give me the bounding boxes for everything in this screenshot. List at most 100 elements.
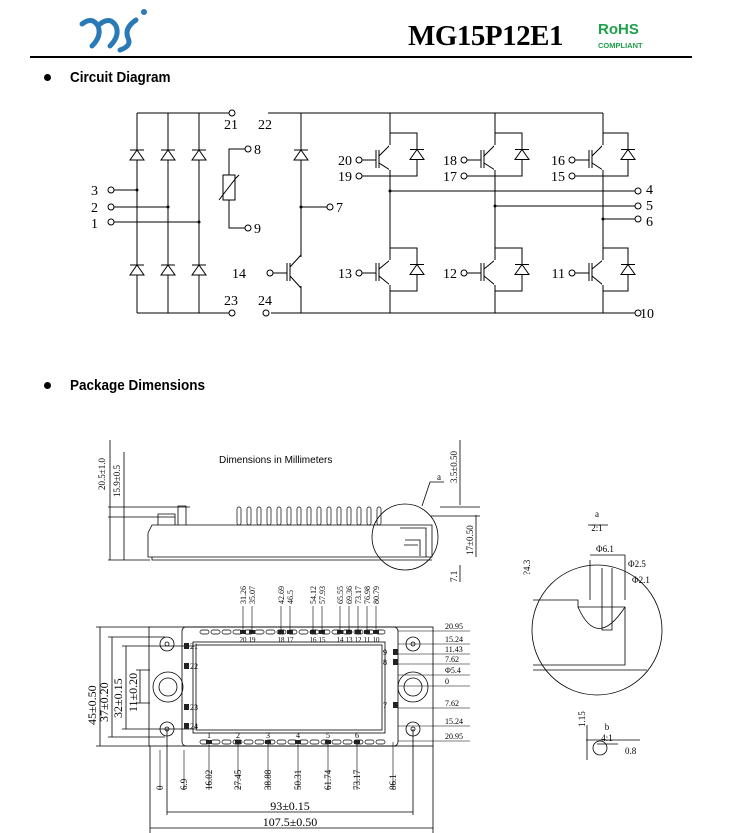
igbt-symbol bbox=[575, 132, 629, 177]
terminal-3 bbox=[107, 186, 115, 194]
dim-17: 17±0.50 bbox=[465, 525, 475, 555]
pin-number: 12 bbox=[355, 636, 363, 644]
pin-slot bbox=[276, 739, 287, 745]
terminal-label: 14 bbox=[232, 267, 246, 282]
top-pin-dim: 31.26 bbox=[239, 586, 248, 604]
top-pin-dim: 54.12 bbox=[309, 586, 318, 604]
terminal-label: 16 bbox=[551, 154, 565, 169]
side-pin bbox=[306, 506, 312, 526]
pin-slot bbox=[254, 629, 265, 635]
diode-symbol bbox=[620, 148, 636, 160]
right-dim: 7.62 bbox=[445, 655, 459, 664]
dim-body-height: 15.9±0.5 bbox=[112, 465, 122, 497]
pin bbox=[184, 643, 189, 649]
pin-number: 3 bbox=[266, 731, 270, 740]
diode-symbol bbox=[514, 148, 530, 160]
detail-a-d1: Φ6.1 bbox=[596, 544, 614, 554]
pin bbox=[184, 723, 189, 729]
diode-symbol bbox=[191, 149, 207, 161]
pin-slot bbox=[243, 739, 254, 745]
gate-terminal bbox=[568, 269, 576, 277]
pin-number: 23 bbox=[190, 703, 198, 712]
pin-number: 17 bbox=[287, 636, 295, 644]
top-pin-dim: 46.5 bbox=[286, 590, 295, 604]
side-pin bbox=[256, 506, 262, 526]
terminal-label: 9 bbox=[254, 222, 261, 237]
terminal-10 bbox=[634, 309, 642, 317]
right-dim: Φ5.4 bbox=[445, 666, 461, 675]
terminal-label: 11 bbox=[552, 267, 565, 282]
pin-number: 24 bbox=[190, 722, 198, 731]
company-logo bbox=[79, 9, 147, 53]
detail-b-scale: 4:1 bbox=[601, 733, 613, 743]
side-pin bbox=[316, 506, 322, 526]
terminal-label: 4 bbox=[646, 183, 653, 198]
pin-slot bbox=[375, 739, 386, 745]
junction-dot bbox=[166, 205, 170, 209]
rohs-mark: RoHS bbox=[598, 21, 639, 38]
right-dim: 20.95 bbox=[445, 732, 463, 741]
pin-slot bbox=[210, 739, 221, 745]
pin-slot bbox=[254, 739, 265, 745]
top-pin-dim: 76.98 bbox=[363, 586, 372, 604]
bottom-dim: 6.9 bbox=[179, 778, 189, 790]
gate-terminal bbox=[460, 269, 468, 277]
terminal-4 bbox=[634, 187, 642, 195]
pin-number: 21 bbox=[190, 642, 198, 651]
pin-number: 15 bbox=[319, 636, 327, 644]
right-dim: 7.62 bbox=[445, 699, 459, 708]
pin bbox=[206, 740, 212, 744]
pin-number: 16 bbox=[310, 636, 318, 644]
detail-b-h: 1.15 bbox=[577, 711, 587, 727]
pin-slot bbox=[199, 629, 210, 635]
terminal-21 bbox=[228, 109, 236, 117]
diode-symbol bbox=[129, 149, 145, 161]
terminal-label: 7 bbox=[336, 201, 343, 216]
detail-a-label: a bbox=[595, 509, 599, 519]
emitter-terminal bbox=[568, 172, 576, 180]
pin bbox=[265, 740, 271, 744]
junction-dot bbox=[299, 205, 303, 209]
bottom-dim: 73.17 bbox=[352, 769, 362, 790]
pin-number: 19 bbox=[249, 636, 257, 644]
pin-slot bbox=[210, 629, 221, 635]
igbt-gap bbox=[389, 145, 391, 170]
diode-symbol bbox=[160, 149, 176, 161]
terminal-label: 2 bbox=[91, 201, 98, 216]
pin bbox=[393, 659, 398, 665]
gate-terminal bbox=[460, 156, 468, 164]
pin-number: 13 bbox=[346, 636, 354, 644]
terminal-label: 3 bbox=[91, 184, 98, 199]
terminal-label: 18 bbox=[443, 154, 457, 169]
right-dim: 15.24 bbox=[445, 717, 463, 726]
pin-number: 8 bbox=[383, 658, 387, 667]
igbt-gap bbox=[494, 260, 496, 285]
package-drawing: 31.262035.071942.691846.51754.121657.931… bbox=[85, 440, 663, 833]
detail-a-scale: 2:1 bbox=[591, 523, 603, 533]
bullet-icon bbox=[44, 74, 51, 81]
diode-symbol bbox=[160, 264, 176, 276]
junction-dot bbox=[493, 204, 497, 208]
bottom-dim: 50.31 bbox=[293, 770, 303, 790]
pin bbox=[295, 740, 301, 744]
right-dim: 20.95 bbox=[445, 622, 463, 631]
side-pin bbox=[326, 506, 332, 526]
top-pin-dim: 69.36 bbox=[345, 586, 354, 604]
dim-45: 45±0.50 bbox=[85, 685, 99, 725]
circuit-diagram: 3 2 1 21 22 23 24 8 9 7 14 4 5 6 10 20 1… bbox=[91, 109, 654, 322]
gate-terminal bbox=[355, 156, 363, 164]
dim-107-5: 107.5±0.50 bbox=[263, 815, 318, 829]
side-pin bbox=[356, 506, 362, 526]
bottom-dim: 86.1 bbox=[388, 774, 398, 790]
pin-number: 6 bbox=[355, 731, 359, 740]
pin-number: 10 bbox=[373, 636, 381, 644]
top-pin-dim: 73.17 bbox=[354, 586, 363, 604]
terminal-5 bbox=[634, 202, 642, 210]
junction-dot bbox=[601, 217, 605, 221]
side-pin bbox=[346, 506, 352, 526]
pin bbox=[393, 649, 398, 655]
terminal-8 bbox=[244, 145, 252, 153]
side-pin bbox=[376, 506, 382, 526]
diode-symbol bbox=[620, 263, 636, 275]
pin bbox=[325, 740, 331, 744]
